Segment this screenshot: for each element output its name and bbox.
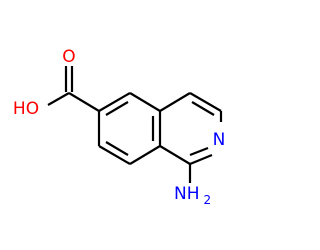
ring-double-bond	[105, 101, 129, 116]
amino-subscript: 2	[204, 193, 212, 207]
hydroxyl-label: HO	[13, 99, 39, 119]
carboxyl-group	[47, 66, 100, 112]
ring-bond	[189, 153, 213, 166]
nitrogen-label: N	[213, 130, 226, 150]
ring-bond	[129, 145, 161, 165]
ring-double-bond	[189, 146, 209, 157]
ring-double-bond	[191, 101, 215, 116]
amino-n-label: NH	[174, 184, 200, 204]
bond-c-ring	[68, 92, 100, 112]
pyridine-ring	[159, 92, 223, 183]
ring-bond	[98, 145, 131, 165]
amino-group-label: NH 2	[174, 184, 211, 207]
ring-bond	[98, 92, 131, 112]
ring-bond	[159, 92, 191, 112]
ring-double-bond	[105, 141, 129, 156]
benzene-ring	[97, 92, 162, 165]
oxygen-label: O	[62, 47, 75, 67]
structure-diagram: O HO N NH 2	[13, 47, 226, 207]
ring-bond	[189, 92, 222, 112]
ring-bond	[159, 145, 191, 165]
ring-bond	[129, 92, 161, 112]
bond-c-oh	[47, 92, 70, 106]
